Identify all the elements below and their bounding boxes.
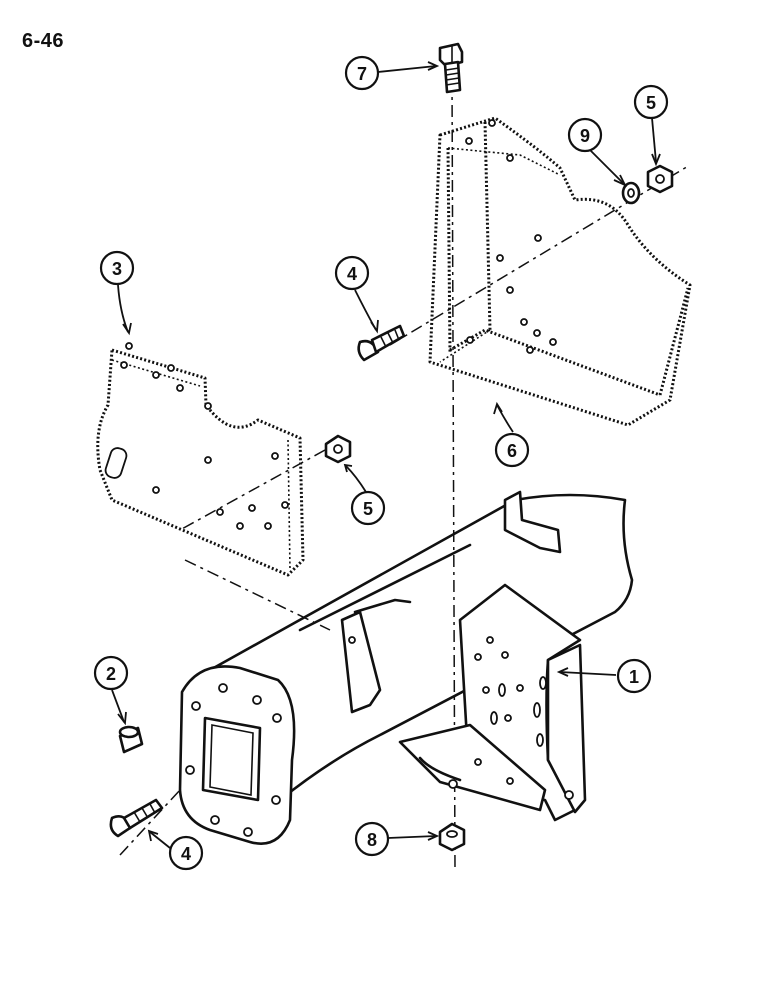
callout-4-upper: 4	[334, 255, 370, 291]
callout-4-lower: 4	[168, 835, 204, 871]
callout-4-upper-label: 4	[347, 264, 357, 284]
nut-5-left	[324, 434, 352, 464]
callout-1: 1	[616, 658, 652, 694]
callout-6-label: 6	[507, 441, 517, 461]
callout-3: 3	[99, 250, 135, 286]
callout-5-upper-label: 5	[646, 93, 656, 113]
page-number: 6-46	[22, 30, 65, 52]
part-6-shield	[428, 116, 692, 427]
callout-5-lower: 5	[350, 490, 386, 526]
bolt-7	[438, 42, 464, 94]
nut-5-upper	[646, 164, 674, 194]
callout-4-lower-label: 4	[181, 844, 191, 864]
bolt-4-lower	[109, 798, 164, 838]
bushing-2	[118, 725, 144, 754]
callout-5-upper: 5	[633, 84, 669, 120]
callout-3-label: 3	[112, 259, 122, 279]
callout-7-label: 7	[357, 64, 367, 84]
callout-9-label: 9	[580, 126, 590, 146]
bolt-4-upper	[357, 324, 406, 362]
callout-8: 8	[354, 821, 390, 857]
callout-5-lower-label: 5	[363, 499, 373, 519]
callout-2: 2	[93, 655, 129, 691]
part-1-axle-housing	[178, 490, 634, 845]
callout-8-label: 8	[367, 830, 377, 850]
callout-7: 7	[344, 55, 380, 91]
washer-9	[621, 181, 641, 205]
callout-6: 6	[494, 432, 530, 468]
callout-1-label: 1	[629, 667, 639, 687]
callout-9: 9	[567, 117, 603, 153]
nut-8	[438, 822, 466, 852]
part-3-plate	[96, 342, 305, 577]
leader-lines	[111, 61, 661, 849]
callout-2-label: 2	[106, 664, 116, 684]
